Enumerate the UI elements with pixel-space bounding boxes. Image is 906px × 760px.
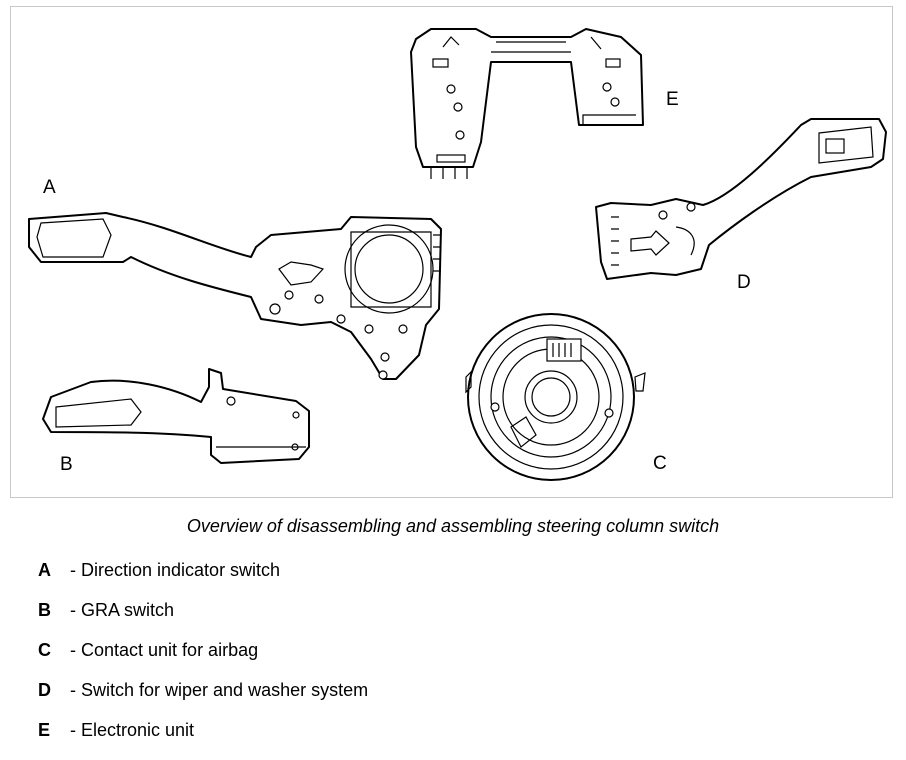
figure-caption: Overview of disassembling and assembling… [186, 516, 720, 536]
legend-description: - Direction indicator switch [70, 560, 281, 580]
diagram-label-d: D [737, 272, 751, 293]
legend-letter: C [38, 640, 51, 660]
legend-description: - Electronic unit [70, 720, 195, 740]
diagram-label-c: C [653, 453, 667, 474]
electronic-unit-drawing [410, 28, 644, 179]
airbag-contact-unit-drawing [465, 313, 646, 481]
diagram-frame: E A D B C [10, 6, 893, 498]
legend-description: - Contact unit for airbag [70, 640, 259, 660]
gra-switch-drawing [42, 368, 310, 464]
diagram-label-b: B [60, 454, 73, 475]
legend-description: - Switch for wiper and washer system [70, 680, 369, 700]
legend-letter: B [38, 600, 51, 620]
direction-indicator-switch-drawing [28, 212, 442, 380]
legend-letter: D [38, 680, 51, 700]
legend-description: - GRA switch [70, 600, 175, 620]
diagram-label-a: A [43, 177, 56, 198]
legend-letter: E [38, 720, 51, 740]
diagram-drawing [28, 28, 887, 481]
legend-letter: A [38, 560, 51, 580]
diagram-label-e: E [666, 89, 679, 110]
wiper-washer-switch-drawing [595, 118, 887, 280]
